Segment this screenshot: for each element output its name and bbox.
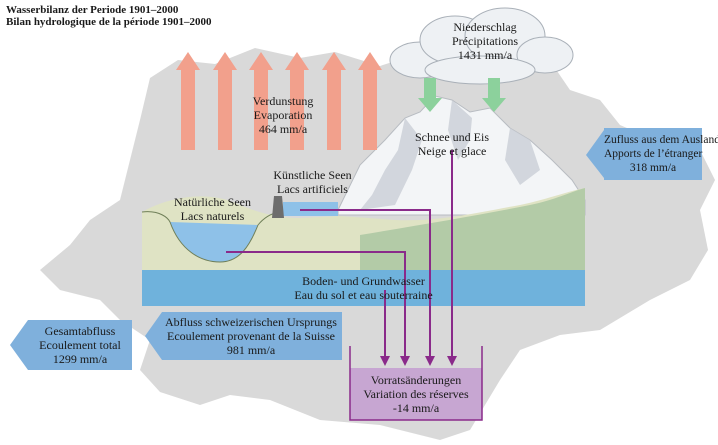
title-german: Wasserbilanz der Periode 1901–2000 (6, 4, 179, 16)
evaporation-fr: Evaporation (253, 108, 313, 122)
swiss-outflow-arrow (145, 312, 342, 360)
total-outflow-de: Gesamtabfluss (44, 324, 116, 338)
snow-ice-fr: Neige et glace (417, 144, 487, 158)
precipitation-value: 1431 mm/a (457, 48, 513, 62)
inflow-de: Zufluss aus dem Ausland (604, 134, 718, 146)
natural-lakes-fr: Lacs naturels (180, 209, 245, 223)
evaporation-value: 464 mm/a (258, 122, 308, 136)
snow-ice-de: Schnee und Eis (415, 130, 489, 144)
storage-arrowheads (380, 356, 457, 366)
inflow-arrow (586, 128, 702, 180)
mountain-shading (360, 100, 540, 210)
natural-lakes-de: Natürliche Seen (174, 195, 251, 209)
total-outflow-label: Gesamtabfluss Ecoulement total 1299 mm/a (28, 324, 132, 366)
diagram-title: Wasserbilanz der Periode 1901–2000 Bilan… (6, 4, 211, 28)
storage-box (350, 368, 482, 420)
swiss-outflow-fr: Ecoulement provenant de la Suisse (167, 329, 335, 343)
storage-value: -14 mm/a (392, 401, 440, 415)
artificial-lakes-de: Künstliche Seen (273, 168, 352, 182)
total-outflow-fr: Ecoulement total (39, 338, 121, 352)
total-outflow-value: 1299 mm/a (52, 352, 108, 366)
artificial-lakes-label: Künstliche Seen Lacs artificiels (260, 168, 365, 196)
groundwater-fr: Eau du sol et eau souterraine (294, 288, 433, 302)
precipitation-fr: Précipitations (452, 34, 518, 48)
swiss-outflow-label: Abfluss schweizerischen Ursprungs Ecoule… (160, 315, 342, 357)
land-hills-green (360, 188, 585, 270)
cloud (389, 7, 574, 85)
swiss-outflow-value: 981 mm/a (226, 343, 276, 357)
storage-lines (226, 150, 453, 360)
natural-lakes-label: Natürliche Seen Lacs naturels (160, 195, 265, 223)
lake-valley-edge (141, 210, 301, 263)
swiss-outflow-de: Abfluss schweizerischen Ursprungs (165, 315, 337, 329)
groundwater-label: Boden- und Grundwasser Eau du sol et eau… (142, 274, 585, 302)
title-french: Bilan hydrologique de la période 1901–20… (6, 16, 212, 28)
storage-vessel (349, 346, 483, 421)
precipitation-arrows (418, 78, 506, 112)
storage-fr: Variation des réserves (363, 387, 469, 401)
storage-de: Vorratsänderungen (370, 373, 462, 387)
evaporation-de: Verdunstung (252, 94, 314, 108)
inflow-fr: Apports de l’étranger (604, 148, 703, 160)
artificial-lakes-fr: Lacs artificiels (277, 182, 348, 196)
precipitation-label: Niederschlag Précipitations 1431 mm/a (425, 20, 545, 62)
inflow-label: Zufluss aus dem Ausland Apports de l’étr… (604, 133, 718, 175)
groundwater-de: Boden- und Grundwasser (302, 274, 425, 288)
snow-ice-label: Schnee und Eis Neige et glace (402, 130, 502, 158)
dam (272, 196, 284, 218)
total-outflow-arrow (10, 320, 132, 370)
groundwater-band (142, 270, 585, 306)
evaporation-arrows (176, 52, 382, 150)
inflow-value: 318 mm/a (629, 162, 677, 174)
precipitation-de: Niederschlag (453, 20, 517, 34)
storage-label: Vorratsänderungen Variation des réserves… (350, 373, 482, 415)
evaporation-label: Verdunstung Evaporation 464 mm/a (228, 94, 338, 136)
